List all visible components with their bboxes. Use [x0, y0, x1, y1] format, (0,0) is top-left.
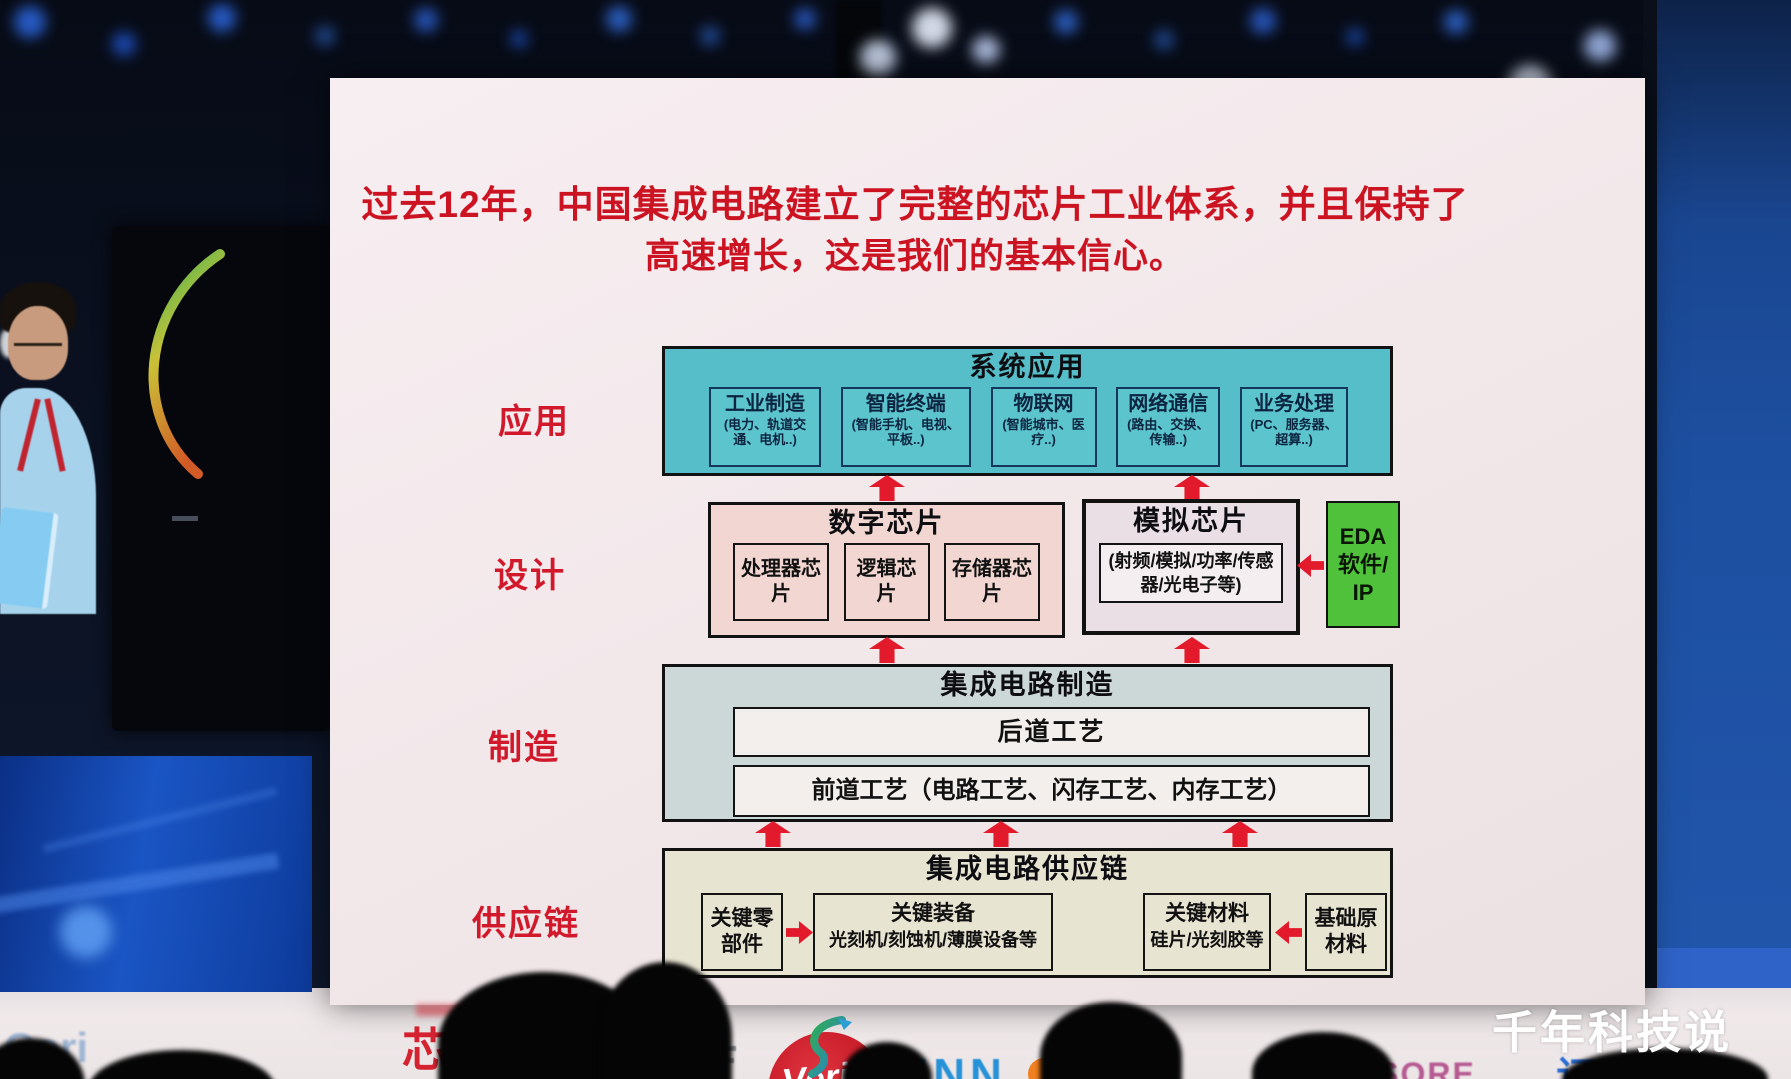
application-items: 工业制造 (电力、轨道交通、电机..) 智能终端 (智能手机、电视、平板..) …	[665, 385, 1390, 467]
key-materials-caption: 硅片/光刻胶等	[1150, 930, 1264, 950]
frontend-process-box: 前道工艺（电路工艺、闪存工艺、内存工艺）	[733, 765, 1370, 817]
app-item-caption: (智能手机、电视、平板..)	[851, 417, 960, 447]
eda-software-ip-box: EDA软件/IP	[1326, 501, 1400, 628]
audience-head	[598, 962, 732, 1079]
slide-title-line2: 高速增长，这是我们的基本信心。	[644, 237, 1185, 276]
digital-chip-title: 数字芯片	[828, 508, 945, 538]
stage-light	[860, 40, 896, 76]
stage-light	[1346, 28, 1364, 46]
analog-chip-title: 模拟芯片	[1133, 506, 1249, 536]
ic-supply-chain-title: 集成电路供应链	[926, 854, 1129, 884]
digital-chip-items: 处理器芯片 逻辑芯片 存储器芯片	[711, 541, 1062, 621]
raw-materials-box: 基础原材料	[1305, 893, 1387, 971]
row-label-manufacturing: 制造	[488, 729, 560, 767]
rainbow-arc-graphic	[148, 249, 225, 521]
stage-light	[1250, 8, 1276, 34]
app-item-title: 智能终端	[865, 393, 946, 415]
stage-light	[414, 8, 438, 32]
analog-chip-box: 模拟芯片 (射频/模拟/功率/传感器/光电子等)	[1082, 499, 1300, 635]
speaker-glasses	[14, 334, 62, 346]
stage-light	[14, 6, 46, 38]
led-streak	[0, 852, 280, 916]
up-arrow-icon	[869, 475, 905, 501]
row-label-design: 设计	[494, 557, 566, 595]
stage-light	[606, 6, 632, 32]
app-item-iot: 物联网 (智能城市、医疗..)	[990, 387, 1097, 467]
key-equipment-caption: 光刻机/刻蚀机/薄膜设备等	[828, 930, 1037, 950]
right-arrow-icon	[786, 921, 813, 944]
screen-right-bezel	[1643, 0, 1657, 1010]
stage-light	[510, 30, 528, 48]
up-arrow-icon	[983, 821, 1019, 847]
left-arrow-icon	[1297, 554, 1324, 577]
slide-title-line1: 过去12年，中国集成电路建立了完整的芯片工业体系，并且保持了	[361, 184, 1469, 225]
led-streak	[42, 787, 278, 853]
stage-light	[972, 36, 1000, 64]
analog-chip-caption: (射频/模拟/功率/传感器/光电子等)	[1099, 543, 1283, 603]
stage-light	[315, 26, 335, 46]
left-arrow-icon	[1275, 921, 1302, 944]
stage-light	[1054, 10, 1078, 34]
watermark-text: 千年科技说	[1492, 1007, 1733, 1058]
ic-supply-chain-box: 集成电路供应链 关键零部件 关键装备 光刻机/刻蚀机/薄膜设备等 关键材料 硅片…	[662, 848, 1393, 978]
presentation-slide: 过去12年，中国集成电路建立了完整的芯片工业体系，并且保持了 高速增长，这是我们…	[330, 78, 1645, 1005]
ic-manufacturing-title: 集成电路制造	[940, 670, 1115, 700]
app-item-caption: (电力、轨道交通、电机..)	[723, 417, 807, 447]
key-materials-box: 关键材料 硅片/光刻胶等	[1143, 893, 1271, 971]
stage-light	[1444, 10, 1468, 34]
app-item-smart-terminal: 智能终端 (智能手机、电视、平板..)	[840, 387, 971, 467]
confidence-monitor	[112, 226, 330, 731]
app-item-network: 网络通信 (路由、交换、传输..)	[1116, 387, 1221, 467]
app-item-industry: 工业制造 (电力、轨道交通、电机..)	[709, 387, 821, 467]
up-arrow-icon	[1174, 475, 1210, 501]
app-item-title: 物联网	[1013, 393, 1074, 415]
app-item-title: 业务处理	[1254, 393, 1334, 415]
ic-manufacturing-box: 集成电路制造 后道工艺 前道工艺（电路工艺、闪存工艺、内存工艺）	[662, 664, 1393, 822]
app-item-business: 业务处理 (PC、服务器、超算..)	[1240, 387, 1348, 467]
key-components-box: 关键零部件	[701, 893, 783, 971]
digital-chip-box: 数字芯片 处理器芯片 逻辑芯片 存储器芯片	[708, 502, 1065, 638]
row-label-supply-chain: 供应链	[472, 905, 580, 943]
stage-light	[112, 32, 136, 56]
stage-light	[1154, 30, 1174, 50]
app-item-title: 工业制造	[725, 393, 805, 415]
key-materials-title: 关键材料	[1165, 902, 1249, 925]
stage-light	[912, 8, 952, 48]
stage-light	[208, 4, 236, 32]
chip-item-logic: 逻辑芯片	[843, 543, 930, 621]
dragon-logo	[808, 1016, 852, 1078]
stage-light	[1584, 30, 1616, 62]
row-label-application: 应用	[498, 403, 570, 441]
up-arrow-icon	[755, 821, 791, 847]
led-glow	[60, 906, 112, 958]
key-equipment-box: 关键装备 光刻机/刻蚀机/薄膜设备等	[813, 893, 1053, 971]
backend-process-box: 后道工艺	[733, 707, 1370, 757]
app-item-caption: (PC、服务器、超算..)	[1250, 417, 1338, 447]
stage-light	[700, 26, 720, 46]
stage-light	[794, 8, 816, 30]
app-item-title: 网络通信	[1128, 393, 1209, 415]
stage-left-area	[0, 0, 332, 1079]
left-led-panel	[0, 756, 312, 992]
system-application-title: 系统应用	[969, 352, 1086, 382]
chip-item-memory: 存储器芯片	[944, 543, 1040, 621]
app-item-caption: (智能城市、医疗..)	[1002, 417, 1085, 447]
chip-item-processor: 处理器芯片	[733, 543, 829, 621]
up-arrow-icon	[1174, 637, 1210, 663]
app-item-caption: (路由、交换、传输..)	[1127, 417, 1210, 447]
key-equipment-title: 关键装备	[891, 902, 975, 925]
up-arrow-icon	[869, 637, 905, 663]
system-application-box: 系统应用 工业制造 (电力、轨道交通、电机..) 智能终端 (智能手机、电视、平…	[662, 346, 1393, 476]
up-arrow-icon	[1222, 821, 1258, 847]
stage-blue-wall	[1656, 0, 1791, 1010]
